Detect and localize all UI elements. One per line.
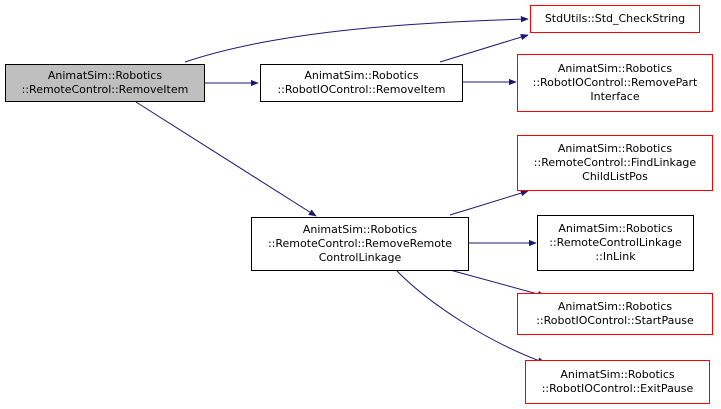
- edge-root-to-remove-remote-control-linkage: [135, 101, 317, 217]
- node-remote-control-linkage-in-link[interactable]: AnimatSim::Robotics ::RemoteControlLinka…: [537, 215, 694, 271]
- node-label-line: ::RemoteControl::FindLinkage: [533, 156, 697, 169]
- edge-remove-remote-to-exit-pause: [395, 269, 546, 364]
- node-remote-control-find-linkage-child-list-pos[interactable]: AnimatSim::Robotics ::RemoteControl::Fin…: [517, 135, 713, 191]
- node-robot-io-control-remove-item[interactable]: AnimatSim::Robotics ::RobotIOControl::Re…: [260, 64, 463, 102]
- edge-root-to-check-string: [184, 16, 529, 63]
- node-label-line: ::RobotIOControl::ExitPause: [541, 382, 694, 395]
- edge-remove-remote-to-start-pause: [449, 269, 546, 298]
- node-label-line: ::RobotIOControl::RemoveItem: [277, 83, 446, 96]
- node-label-line: AnimatSim::Robotics: [557, 300, 673, 313]
- node-label-line: ChildListPos: [582, 170, 648, 183]
- edge-remove-remote-to-find-linkage: [449, 190, 529, 216]
- node-label-line: StdUtils::Std_CheckString: [544, 12, 686, 25]
- node-label-line: AnimatSim::Robotics: [557, 142, 673, 155]
- node-remote-control-remove-remote-control-linkage[interactable]: AnimatSim::Robotics ::RemoteControl::Rem…: [251, 217, 469, 271]
- node-label-line: AnimatSim::Robotics: [560, 368, 675, 381]
- node-label-line: ::RemoteControl::RemoveItem: [21, 83, 189, 96]
- node-label-line: AnimatSim::Robotics: [47, 69, 163, 82]
- node-label-line: ::RemoteControl::RemoveRemote: [267, 237, 453, 250]
- node-label-line: ::RobotIOControl::StartPause: [536, 314, 694, 327]
- node-label-line: AnimatSim::Robotics: [302, 223, 418, 236]
- node-label-line: AnimatSim::Robotics: [558, 222, 673, 235]
- node-robot-io-control-remove-part-interface[interactable]: AnimatSim::Robotics ::RobotIOControl::Re…: [517, 54, 713, 112]
- node-label-line: AnimatSim::Robotics: [557, 62, 673, 75]
- node-robot-io-control-exit-pause[interactable]: AnimatSim::Robotics ::RobotIOControl::Ex…: [525, 360, 710, 404]
- node-label-line: ::RobotIOControl::RemovePart: [532, 76, 698, 89]
- edge-robotio-removeitem-to-check-string: [439, 34, 529, 63]
- node-robot-io-control-start-pause[interactable]: AnimatSim::Robotics ::RobotIOControl::St…: [517, 293, 713, 335]
- node-label-line: Interface: [590, 90, 640, 103]
- node-label-line: ::InLink: [595, 250, 636, 263]
- node-label-line: ::RemoteControlLinkage: [549, 236, 682, 249]
- node-std-check-string[interactable]: StdUtils::Std_CheckString: [530, 5, 700, 33]
- node-remote-control-remove-item: AnimatSim::Robotics ::RemoteControl::Rem…: [5, 64, 205, 102]
- node-label-line: AnimatSim::Robotics: [304, 69, 419, 82]
- node-label-line: ControlLinkage: [318, 251, 402, 264]
